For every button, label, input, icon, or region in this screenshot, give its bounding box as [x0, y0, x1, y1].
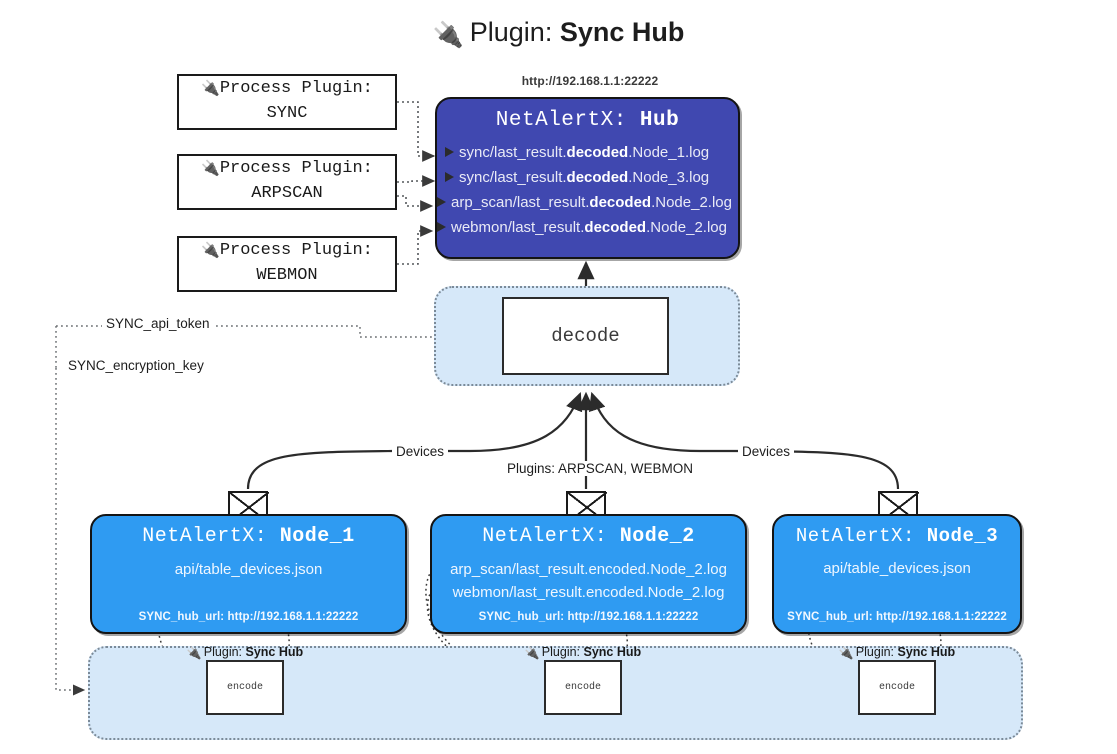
node-line: api/table_devices.json	[823, 560, 971, 577]
hub-log-row: sync/last_result.decoded.Node_1.log	[437, 141, 738, 166]
node-hub-url: SYNC_hub_url: http://192.168.1.1:22222	[478, 611, 699, 623]
edge-label-plugins-mid: Plugins: ARPSCAN, WEBMON	[503, 461, 698, 476]
page-title-prefix: Plugin:	[469, 17, 560, 47]
plug-icon: 🔌	[186, 646, 202, 660]
node-hub-url: SYNC_hub_url: http://192.168.1.1:22222	[787, 611, 1007, 623]
hub-log-list: sync/last_result.decoded.Node_1.log sync…	[437, 141, 738, 241]
hub-log-row: sync/last_result.decoded.Node_3.log	[437, 166, 738, 191]
node-title: NetAlertX: Node_1	[142, 525, 355, 548]
process-plugin-line2: SYNC	[266, 104, 308, 123]
process-plugin-line2: ARPSCAN	[251, 184, 323, 203]
arrow-marker-icon	[445, 147, 454, 157]
plug-icon: 🔌	[838, 646, 854, 660]
node-box-node-3[interactable]: NetAlertX: Node_3 api/table_devices.json…	[772, 514, 1022, 634]
node-title: NetAlertX: Node_2	[482, 525, 695, 548]
process-plugin-line1: 🔌Process Plugin:	[201, 159, 373, 179]
process-plugin-box-sync[interactable]: 🔌Process Plugin: SYNC	[177, 74, 397, 130]
process-plugin-line2: WEBMON	[256, 266, 318, 285]
node-line-list: api/table_devices.json	[92, 558, 405, 581]
hub-log-row: webmon/last_result.decoded.Node_2.log	[437, 216, 738, 241]
hub-url-label: http://192.168.1.1:22222	[521, 74, 659, 88]
page-title: 🔌Plugin: Sync Hub	[0, 16, 1117, 50]
node-line: arp_scan/last_result.encoded.Node_2.log	[450, 561, 727, 578]
sync-api-token-label: SYNC_api_token	[102, 316, 214, 331]
node-line: api/table_devices.json	[174, 561, 323, 578]
encoder-caption-3: 🔌Plugin: Sync Hub	[838, 645, 956, 660]
process-plugin-box-arpscan[interactable]: 🔌Process Plugin: ARPSCAN	[177, 154, 397, 210]
hub-title: NetAlertX: Hub	[495, 109, 680, 132]
edge-label-devices-right: Devices	[738, 444, 795, 459]
process-plugin-box-webmon[interactable]: 🔌Process Plugin: WEBMON	[177, 236, 397, 292]
process-plugin-line1: 🔌Process Plugin:	[201, 241, 373, 261]
plug-icon: 🔌	[432, 21, 464, 49]
encode-box-node-3[interactable]: encode	[858, 660, 936, 715]
process-plugin-line1: 🔌Process Plugin:	[201, 79, 373, 99]
encoder-caption-2: 🔌Plugin: Sync Hub	[524, 645, 642, 660]
plug-icon: 🔌	[201, 241, 220, 260]
edge-label-devices-left: Devices	[392, 444, 449, 459]
node-title: NetAlertX: Node_3	[795, 525, 999, 547]
node-line-list: arp_scan/last_result.encoded.Node_2.log …	[432, 558, 745, 605]
encode-box-node-2[interactable]: encode	[544, 660, 622, 715]
node-box-node-1[interactable]: NetAlertX: Node_1 api/table_devices.json…	[90, 514, 407, 634]
plug-icon: 🔌	[201, 159, 220, 178]
arrow-marker-icon	[437, 221, 446, 232]
hub-log-row: arp_scan/last_result.decoded.Node_2.log	[437, 191, 738, 216]
encoder-caption-1: 🔌Plugin: Sync Hub	[186, 645, 304, 660]
node-hub-url: SYNC_hub_url: http://192.168.1.1:22222	[138, 611, 359, 623]
arrow-marker-icon	[437, 196, 446, 207]
page-title-name: Sync Hub	[559, 17, 685, 47]
encode-box-node-1[interactable]: encode	[206, 660, 284, 715]
plug-icon: 🔌	[524, 646, 540, 660]
node-box-node-2[interactable]: NetAlertX: Node_2 arp_scan/last_result.e…	[430, 514, 747, 634]
arrow-marker-icon	[445, 171, 454, 182]
decode-box[interactable]: decode	[502, 297, 669, 375]
sync-encryption-key-label: SYNC_encryption_key	[64, 358, 208, 373]
node-line: webmon/last_result.encoded.Node_2.log	[452, 584, 725, 602]
plug-icon: 🔌	[201, 79, 220, 98]
node-line-list: api/table_devices.json	[774, 557, 1020, 580]
hub-box[interactable]: NetAlertX: Hub sync/last_result.decoded.…	[435, 97, 740, 259]
